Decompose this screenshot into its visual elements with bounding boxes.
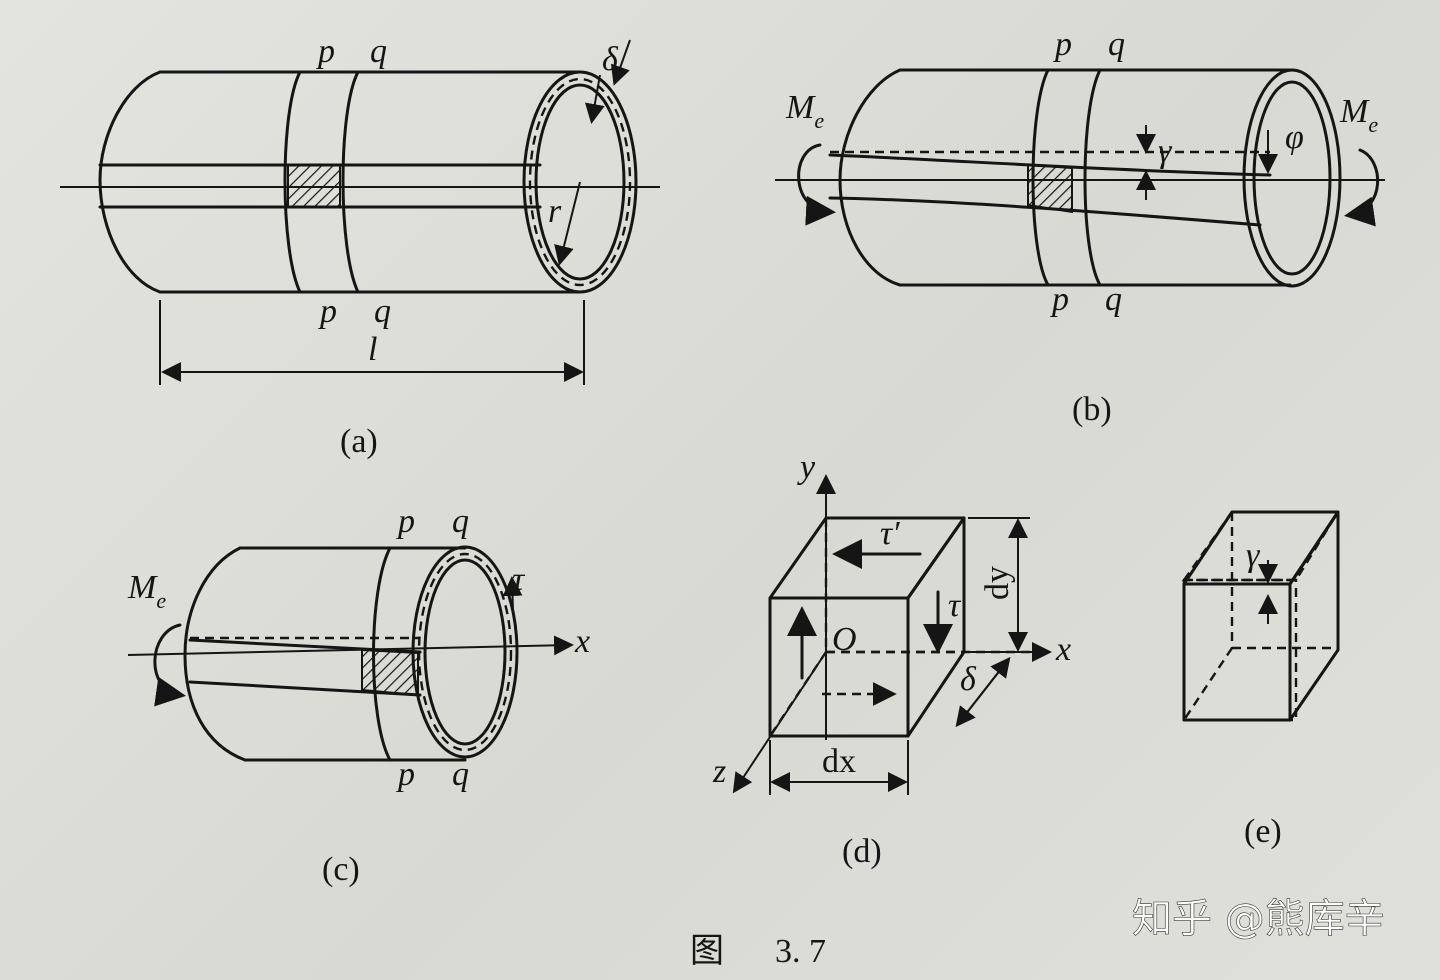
label-tau-c: τ [512,561,526,598]
label-q-top-a: q [370,33,387,70]
twisted-line-top-c [188,638,422,654]
cylinder-left-end-c [183,546,247,762]
label-dx-d: dx [822,743,856,780]
tube-mid-ring-a [528,77,632,287]
caption-c: (c) [322,851,360,888]
label-thickness-a: δ [602,41,619,78]
section-q-b [1083,68,1102,287]
label-p-bottom-c: p [396,756,415,793]
figure-caption-prefix: 图 [690,931,724,971]
caption-a: (a) [340,423,378,460]
radius-arrow-a [554,181,581,266]
label-origin-d: O [832,621,857,658]
label-gamma-e: γ [1246,537,1261,574]
tube-outer-ring-b [1242,68,1342,288]
tube-inner-ring-c [423,558,507,746]
watermark: 知乎 @熊库辛 [1132,896,1385,942]
dim-thickness-arrow-back-d [955,659,1009,728]
cylinder-left-end-a [98,70,162,294]
tube-outer-ring-a [522,70,638,294]
label-radius-a: r [548,193,562,230]
tube-mid-ring-c [417,552,513,752]
label-dy-d: dy [979,566,1016,600]
thickness-arrow-top-a [610,39,631,86]
label-axis-x-d: x [1055,631,1071,668]
label-axis-y-d: y [797,449,816,486]
panel-c: x Me τ p q p q (c) [127,503,590,888]
label-p-bottom-b: p [1050,281,1069,318]
thickness-arrow-a [584,74,605,124]
label-q-top-b: q [1108,26,1125,63]
caption-d: (d) [842,833,882,870]
label-moment-left-b: Me [785,89,824,133]
moment-arrow-right-b [1344,148,1380,227]
hatched-element-a [287,164,341,208]
moment-arrow-c [153,623,186,707]
hatched-element-b [1027,163,1073,214]
cube-right-face-e [1288,510,1340,722]
axis-x-c [127,635,574,656]
cube-front-face-e [1182,582,1292,722]
panel-b: Me Me γ φ p q p q (b) [775,26,1385,428]
label-moment-c: Me [127,569,166,613]
cube-hidden-edge-z-e [1183,647,1233,721]
section-p-a [283,70,302,294]
label-axis-z-d: z [712,753,726,790]
label-length-a: l [368,331,377,368]
section-q-a [341,70,360,294]
hatched-element-c [361,648,419,697]
cylinder-left-end-b [838,68,902,287]
label-tau-prime-d: τ′ [880,515,900,552]
caption-b: (b) [1072,391,1112,428]
label-p-bottom-a: p [318,293,337,330]
moment-arrow-left-b [797,143,836,226]
tube-inner-ring-a [534,83,626,281]
cube-original-front-e [1182,578,1298,722]
label-p-top-b: p [1053,26,1072,63]
panel-e: γ (e) [1181,510,1341,850]
panel-a: p q p q δ r l (a) [60,33,660,460]
label-gamma-b: γ [1158,133,1173,170]
label-moment-right-b: Me [1339,93,1378,137]
tau-arrow-c [502,576,523,611]
twisted-line-bottom-c [188,680,422,697]
caption-e: (e) [1244,813,1282,850]
tube-outer-ring-c [411,545,519,759]
label-q-top-c: q [452,503,469,540]
label-q-bottom-a: q [374,293,391,330]
label-phi-b: φ [1285,119,1304,156]
label-q-bottom-c: q [452,756,469,793]
label-axis-x-c: x [574,623,590,660]
label-p-top-a: p [316,33,335,70]
label-p-top-c: p [396,503,415,540]
twisted-line-bottom-b [828,196,1262,227]
label-q-bottom-b: q [1105,281,1122,318]
label-tau-d: τ [948,587,962,624]
tube-inner-ring-b [1252,80,1332,276]
cube-hidden-edge-z-d [769,651,827,737]
label-thickness-d: δ [960,661,977,698]
panel-d: y x z τ′ τ O dy dx δ (d) [712,449,1071,870]
cube-right-face-d [906,516,966,738]
cube-front-face-d [768,596,910,738]
figure-caption-number: 3. 7 [775,933,826,970]
